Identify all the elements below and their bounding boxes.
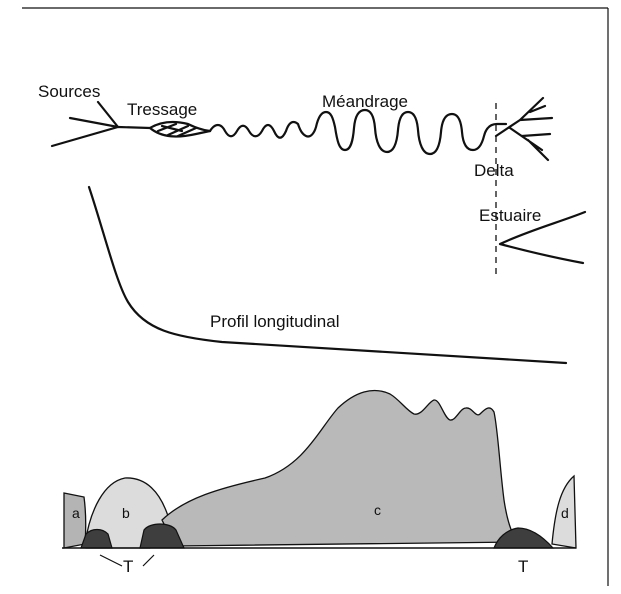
zone-c xyxy=(162,390,518,546)
label-delta: Delta xyxy=(474,161,514,180)
source-branches xyxy=(52,102,118,146)
river-planform xyxy=(52,98,585,278)
delta-distributaries xyxy=(496,98,552,160)
label-zone-d: d xyxy=(561,505,569,521)
label-meandrage: Méandrage xyxy=(322,92,408,111)
label-tressage: Tressage xyxy=(127,100,197,119)
label-zone-b: b xyxy=(122,505,130,521)
label-zone-c: c xyxy=(374,502,381,518)
valley-cross-section xyxy=(62,390,576,566)
label-sources: Sources xyxy=(38,82,100,101)
label-terrace-left: T xyxy=(123,557,133,576)
label-estuaire: Estuaire xyxy=(479,206,541,225)
label-zone-a: a xyxy=(72,505,80,521)
label-terrace-right: T xyxy=(518,557,528,576)
meandering-channel xyxy=(210,110,506,154)
label-profil-longitudinal: Profil longitudinal xyxy=(210,312,339,331)
